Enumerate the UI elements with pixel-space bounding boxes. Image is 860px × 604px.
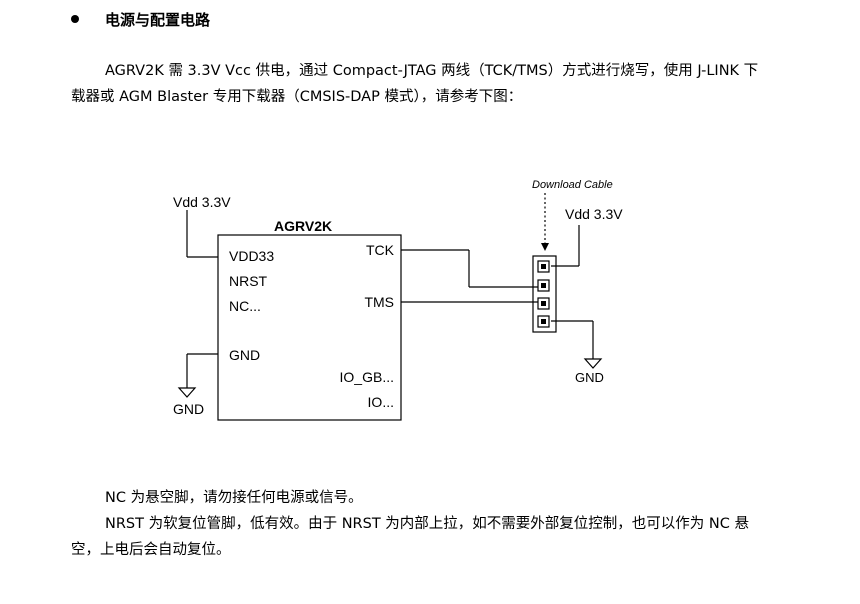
- vdd-left-label: Vdd 3.3V: [173, 194, 231, 210]
- bullet-icon: [71, 15, 79, 23]
- chip-body: [217, 234, 402, 421]
- gnd-right-label: GND: [575, 370, 604, 385]
- arrow-head-icon: [541, 243, 549, 251]
- nrst-note: NRST 为软复位管脚，低有效。由于 NRST 为内部上拉，如不需要外部复位控制…: [71, 516, 749, 558]
- pin-io-gb: IO_GB...: [340, 369, 394, 385]
- gnd-left-label: GND: [173, 401, 204, 417]
- pin-nc: NC...: [229, 298, 261, 314]
- pin-tms: TMS: [364, 294, 394, 310]
- nc-note: NC 为悬空脚，请勿接任何电源或信号。: [105, 490, 363, 506]
- pin-nrst: NRST: [229, 273, 268, 289]
- section-heading: 电源与配置电路: [71, 8, 210, 30]
- pin-tck: TCK: [366, 242, 395, 258]
- pin-vdd33: VDD33: [229, 248, 274, 264]
- cable-label: Download Cable: [532, 179, 613, 191]
- pin-gnd: GND: [229, 347, 260, 363]
- ground-icon: [583, 358, 603, 369]
- pin-io: IO...: [368, 394, 394, 410]
- ground-icon: [177, 387, 197, 398]
- intro-paragraph: AGRV2K 需 3.3V Vcc 供电，通过 Compact-JTAG 两线（…: [71, 63, 759, 105]
- chip-name: AGRV2K: [274, 218, 332, 234]
- section-heading-text: 电源与配置电路: [105, 10, 211, 29]
- vdd-right-label: Vdd 3.3V: [565, 206, 623, 222]
- download-connector: [532, 255, 557, 333]
